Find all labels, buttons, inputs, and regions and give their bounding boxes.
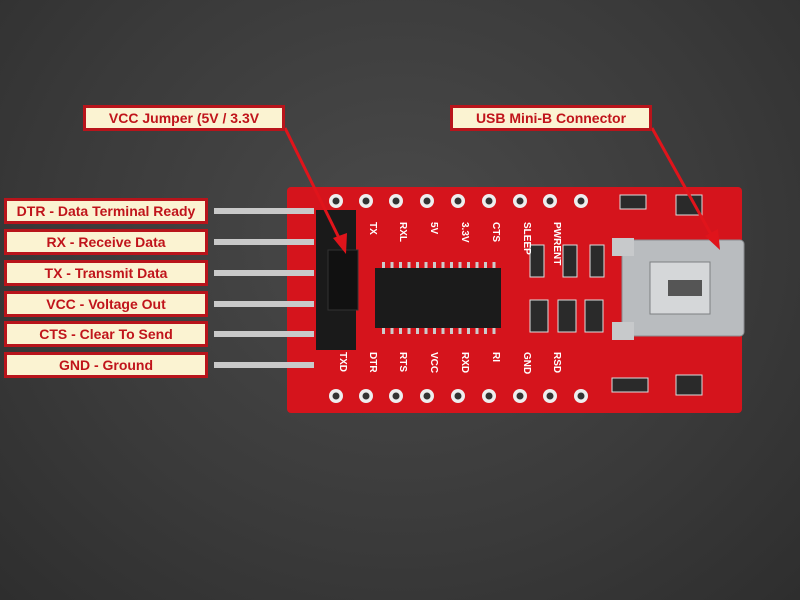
silkscreen-label: CTS [490,222,501,242]
header-pin [214,208,314,214]
silkscreen-label: GND [521,352,532,374]
silkscreen-label: SLEEP [521,222,532,255]
ftdi-chip [375,268,501,328]
vcc-jumper [327,249,359,311]
header-pin [214,301,314,307]
chip-legs [382,262,496,334]
pin-label-tx: TX - Transmit Data [4,260,208,286]
callout-arrows [283,127,720,254]
silkscreen-label: RXD [459,352,470,373]
pin-label-gnd: GND - Ground [4,352,208,378]
silkscreen-label: 5V [428,222,439,235]
pin-label-vcc: VCC - Voltage Out [4,291,208,317]
header-pin [214,331,314,337]
silkscreen-label: PWRENT [551,222,562,265]
header-pin [214,362,314,368]
usb-connector-callout: USB Mini-B Connector [450,105,652,131]
header-pins [214,208,314,368]
pin-label-cts: CTS - Clear To Send [4,321,208,347]
pin-label-rx: RX - Receive Data [4,229,208,255]
pin-label-dtr: DTR - Data Terminal Ready [4,198,208,224]
silkscreen-label: VCC [428,352,439,373]
silkscreen-label: RI [490,352,501,362]
silkscreen-label: DTR [367,352,378,373]
vcc-jumper-callout: VCC Jumper (5V / 3.3V [83,105,285,131]
silkscreen-label: RTS [397,352,408,372]
silkscreen-label: RSD [551,352,562,373]
silkscreen-label: 3.3V [459,222,470,243]
smd-components [529,194,703,396]
silkscreen-label: TXD [337,352,348,372]
silkscreen-label: TX [367,222,378,235]
through-holes [329,194,588,403]
header-pin [214,239,314,245]
silkscreen-label: RXL [397,222,408,242]
header-pin [214,270,314,276]
